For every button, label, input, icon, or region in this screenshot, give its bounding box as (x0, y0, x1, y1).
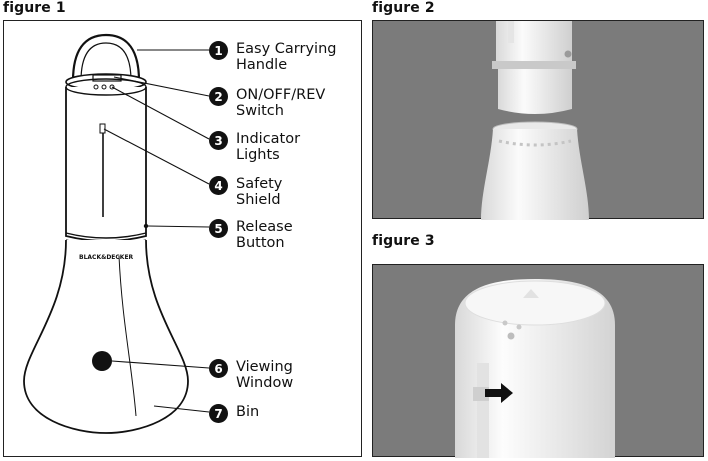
callout-label-line: Switch (236, 103, 284, 119)
callout-label-line: Bin (236, 404, 260, 420)
callout-number: 3 (209, 131, 228, 150)
figure-3-photo (372, 264, 704, 458)
callout-bin: 7 Bin (209, 404, 259, 423)
bin-removal-illustration (481, 21, 589, 220)
callout-label-line: Release (236, 219, 293, 235)
appliance-line-drawing: BLACK&DECKER (23, 33, 210, 434)
callout-number: 1 (209, 41, 228, 60)
handle-outline (71, 33, 141, 82)
callout-label-line: Indicator (236, 131, 301, 147)
figure-2-photo (372, 20, 704, 220)
callout-number: 4 (209, 176, 228, 195)
figure-2-title: figure 2 (372, 0, 435, 16)
callout-label-line: Easy Carrying (236, 41, 337, 57)
callout-number: 7 (209, 404, 228, 423)
callout-number: 5 (209, 219, 228, 238)
figure-1-title: figure 1 (3, 0, 66, 16)
handle-inner (80, 42, 132, 82)
callout-label-line: Viewing (236, 359, 293, 375)
callout-number: 2 (209, 87, 228, 106)
upper-body (65, 87, 147, 242)
callout-label-line: Window (236, 375, 294, 391)
callout-label-line: Safety (236, 176, 283, 192)
viewing-window (92, 351, 112, 371)
callout-number: 6 (209, 359, 228, 378)
callout-label-line: Shield (236, 192, 281, 208)
safety-shield-illustration (455, 279, 615, 458)
brand-mark: BLACK&DECKER (79, 254, 134, 261)
slide-arrow-icon (485, 383, 513, 403)
bin-outline (23, 239, 189, 434)
callout-label-line: Lights (236, 147, 280, 163)
figure-3-title: figure 3 (372, 233, 435, 249)
callout-label-line: Handle (236, 57, 288, 73)
callout-label-line: ON/OFF/REV (236, 87, 326, 103)
callout-label-line: Button (236, 235, 285, 251)
